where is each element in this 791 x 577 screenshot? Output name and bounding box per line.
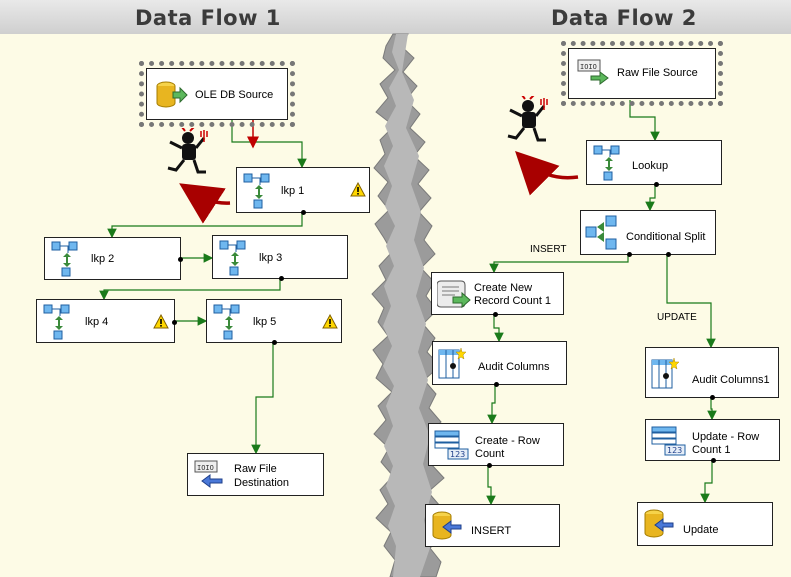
derived-column-icon [651, 357, 680, 389]
data-flow-1-title: Data Flow 1 [135, 6, 281, 30]
update-row-count-label-line1: Update - Row [692, 431, 760, 443]
lkp5-label: lkp 5 [253, 316, 277, 328]
update-row-count-component[interactable]: 123 Update - Row Count 1 [645, 419, 780, 463]
audit-columns-label: Audit Columns [478, 361, 550, 373]
raw-file-source-component[interactable]: IOIO Raw File Source [561, 41, 723, 106]
audit-columns-component[interactable]: Audit Columns [432, 341, 567, 387]
path-lkp3-lkp4 [99, 279, 281, 301]
audit-columns1-label: Audit Columns1 [692, 374, 770, 386]
svg-text:IOIO: IOIO [580, 63, 597, 71]
lookup-icon [43, 304, 70, 340]
path-source-lkp1 [231, 120, 307, 169]
warning-icon [153, 314, 169, 329]
database-icon [156, 81, 188, 108]
update-destination-label: Update [683, 524, 719, 536]
output-port[interactable] [279, 276, 284, 281]
path-count-audit [493, 315, 504, 343]
row-count-icon: 123 [434, 430, 469, 460]
output-port-update[interactable] [666, 252, 671, 257]
gremlin-icon-right [507, 96, 548, 142]
raw-file-source-icon: IOIO [577, 59, 609, 85]
output-port[interactable] [493, 312, 498, 317]
lkp3-label: lkp 3 [259, 252, 283, 264]
update-destination-component[interactable]: Update [637, 502, 773, 546]
create-row-count-component[interactable]: 123 Create - Row Count [428, 423, 564, 468]
lkp4-label: lkp 4 [85, 316, 109, 328]
lookup-lkp2[interactable]: lkp 2 [44, 237, 183, 280]
lookup-icon [219, 240, 246, 276]
path-rowcount-insert [486, 466, 496, 506]
path-split-insert [489, 255, 629, 274]
audit-columns1-component[interactable]: Audit Columns1 [645, 347, 779, 400]
path-rawsrc-lookup [629, 100, 660, 142]
update-row-count-label-line2: Count 1 [692, 444, 731, 456]
title-bar [0, 0, 791, 34]
lkp1-label: lkp 1 [281, 185, 305, 197]
raw-file-destination-icon: IOIO [194, 460, 223, 488]
ole-db-source-label: OLE DB Source [195, 89, 274, 101]
svg-text:123: 123 [667, 446, 682, 455]
data-flow-2-title: Data Flow 2 [551, 6, 697, 30]
lookup-lkp3[interactable]: lkp 3 [212, 235, 348, 281]
output-port[interactable] [301, 210, 306, 215]
derived-column-icon [438, 347, 467, 379]
conditional-split-component[interactable]: Conditional Split [580, 210, 716, 257]
output-port[interactable] [172, 320, 177, 325]
path-audit-rowcount [487, 385, 497, 425]
path-lkp5-dest [251, 343, 274, 455]
create-count-label-line1: Create New [474, 282, 533, 294]
path-lkp1-lkp2 [107, 213, 303, 239]
gremlin-icon-left [167, 128, 208, 174]
lkp2-label: lkp 2 [91, 253, 115, 265]
output-port[interactable] [710, 395, 715, 400]
path-updatecount-update [700, 461, 713, 504]
database-destination-icon [432, 511, 462, 540]
row-count-scroll-icon [437, 280, 471, 309]
lookup-lkp1[interactable]: lkp 1 [236, 167, 370, 215]
insert-destination-component[interactable]: INSERT [425, 504, 560, 547]
lookup-lkp5[interactable]: lkp 5 [206, 299, 342, 345]
red-arrow-left [179, 183, 231, 224]
row-count-icon: 123 [651, 426, 686, 456]
output-port[interactable] [494, 382, 499, 387]
output-port[interactable] [711, 458, 716, 463]
create-row-count-label-line2: Count [475, 448, 505, 460]
svg-text:123: 123 [450, 450, 465, 459]
output-port[interactable] [487, 463, 492, 468]
raw-file-source-label: Raw File Source [617, 67, 698, 79]
conditional-split-icon [585, 215, 617, 250]
output-port[interactable] [654, 182, 659, 187]
database-destination-icon [644, 509, 674, 538]
red-arrow-right [515, 151, 579, 196]
ole-db-source-component[interactable]: OLE DB Source [139, 61, 295, 127]
output-port[interactable] [272, 340, 277, 345]
lookup-label: Lookup [632, 160, 669, 172]
create-new-record-count-component[interactable]: Create New Record Count 1 [431, 272, 564, 317]
raw-dest-label-line2: Destination [234, 477, 290, 489]
insert-path-label: INSERT [530, 244, 567, 255]
conditional-split-label: Conditional Split [626, 231, 706, 243]
lookup-lkp4[interactable]: lkp 4 [36, 299, 177, 343]
lookup-component[interactable]: Lookup [586, 140, 722, 187]
create-count-label-line2: Record Count 1 [474, 295, 552, 307]
create-row-count-label-line1: Create - Row [475, 435, 540, 447]
output-port-insert[interactable] [627, 252, 632, 257]
output-port[interactable] [178, 257, 183, 262]
raw-file-destination-component[interactable]: IOIO Raw File Destination [187, 453, 324, 496]
raw-dest-label-line1: Raw File [234, 463, 277, 475]
insert-destination-label: INSERT [471, 525, 512, 537]
path-audit1-updatecount [707, 398, 717, 421]
svg-text:IOIO: IOIO [197, 464, 214, 472]
update-path-label: UPDATE [657, 312, 697, 323]
lookup-icon [213, 304, 240, 340]
path-lookup-split [645, 185, 656, 212]
warning-icon [350, 182, 366, 197]
lookup-icon [593, 145, 620, 181]
lookup-icon [51, 241, 78, 277]
path-split-update [666, 255, 716, 349]
warning-icon [322, 314, 338, 329]
lookup-icon [243, 173, 270, 209]
